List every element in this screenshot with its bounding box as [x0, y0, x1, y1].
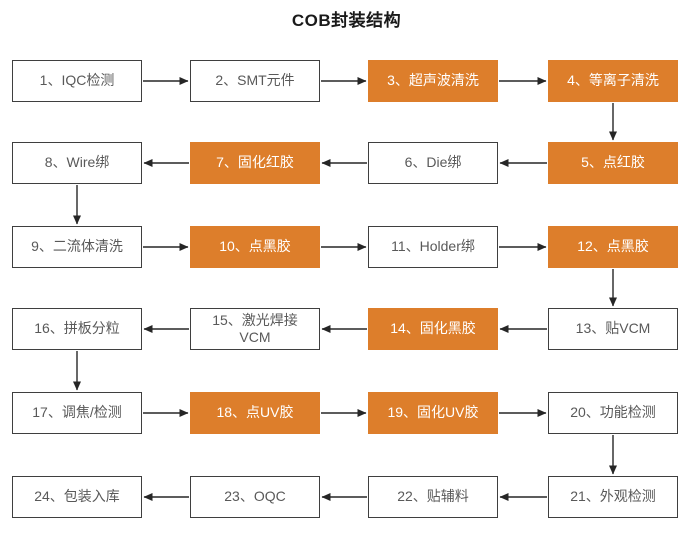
flow-step-14: 14、固化黑胶: [368, 308, 498, 350]
flow-step-20: 20、功能检测: [548, 392, 678, 434]
flow-step-24: 24、包装入库: [12, 476, 142, 518]
flow-step-8: 8、Wire绑: [12, 142, 142, 184]
flow-step-13: 13、贴VCM: [548, 308, 678, 350]
flow-step-5: 5、点红胶: [548, 142, 678, 184]
flow-step-2: 2、SMT元件: [190, 60, 320, 102]
flow-step-12: 12、点黑胶: [548, 226, 678, 268]
flow-step-22: 22、贴辅料: [368, 476, 498, 518]
flow-step-10: 10、点黑胶: [190, 226, 320, 268]
flow-step-21: 21、外观检测: [548, 476, 678, 518]
flow-step-11: 11、Holder绑: [368, 226, 498, 268]
flow-step-7: 7、固化红胶: [190, 142, 320, 184]
flow-step-4: 4、等离子清洗: [548, 60, 678, 102]
flow-step-1: 1、IQC检测: [12, 60, 142, 102]
flow-step-17: 17、调焦/检测: [12, 392, 142, 434]
flow-step-15: 15、激光焊接 VCM: [190, 308, 320, 350]
flow-step-3: 3、超声波清洗: [368, 60, 498, 102]
flow-step-9: 9、二流体清洗: [12, 226, 142, 268]
flow-step-6: 6、Die绑: [368, 142, 498, 184]
flowchart-title: COB封装结构: [291, 11, 402, 30]
flow-step-19: 19、固化UV胶: [368, 392, 498, 434]
flow-step-23: 23、OQC: [190, 476, 320, 518]
flow-step-18: 18、点UV胶: [190, 392, 320, 434]
flow-step-16: 16、拼板分粒: [12, 308, 142, 350]
